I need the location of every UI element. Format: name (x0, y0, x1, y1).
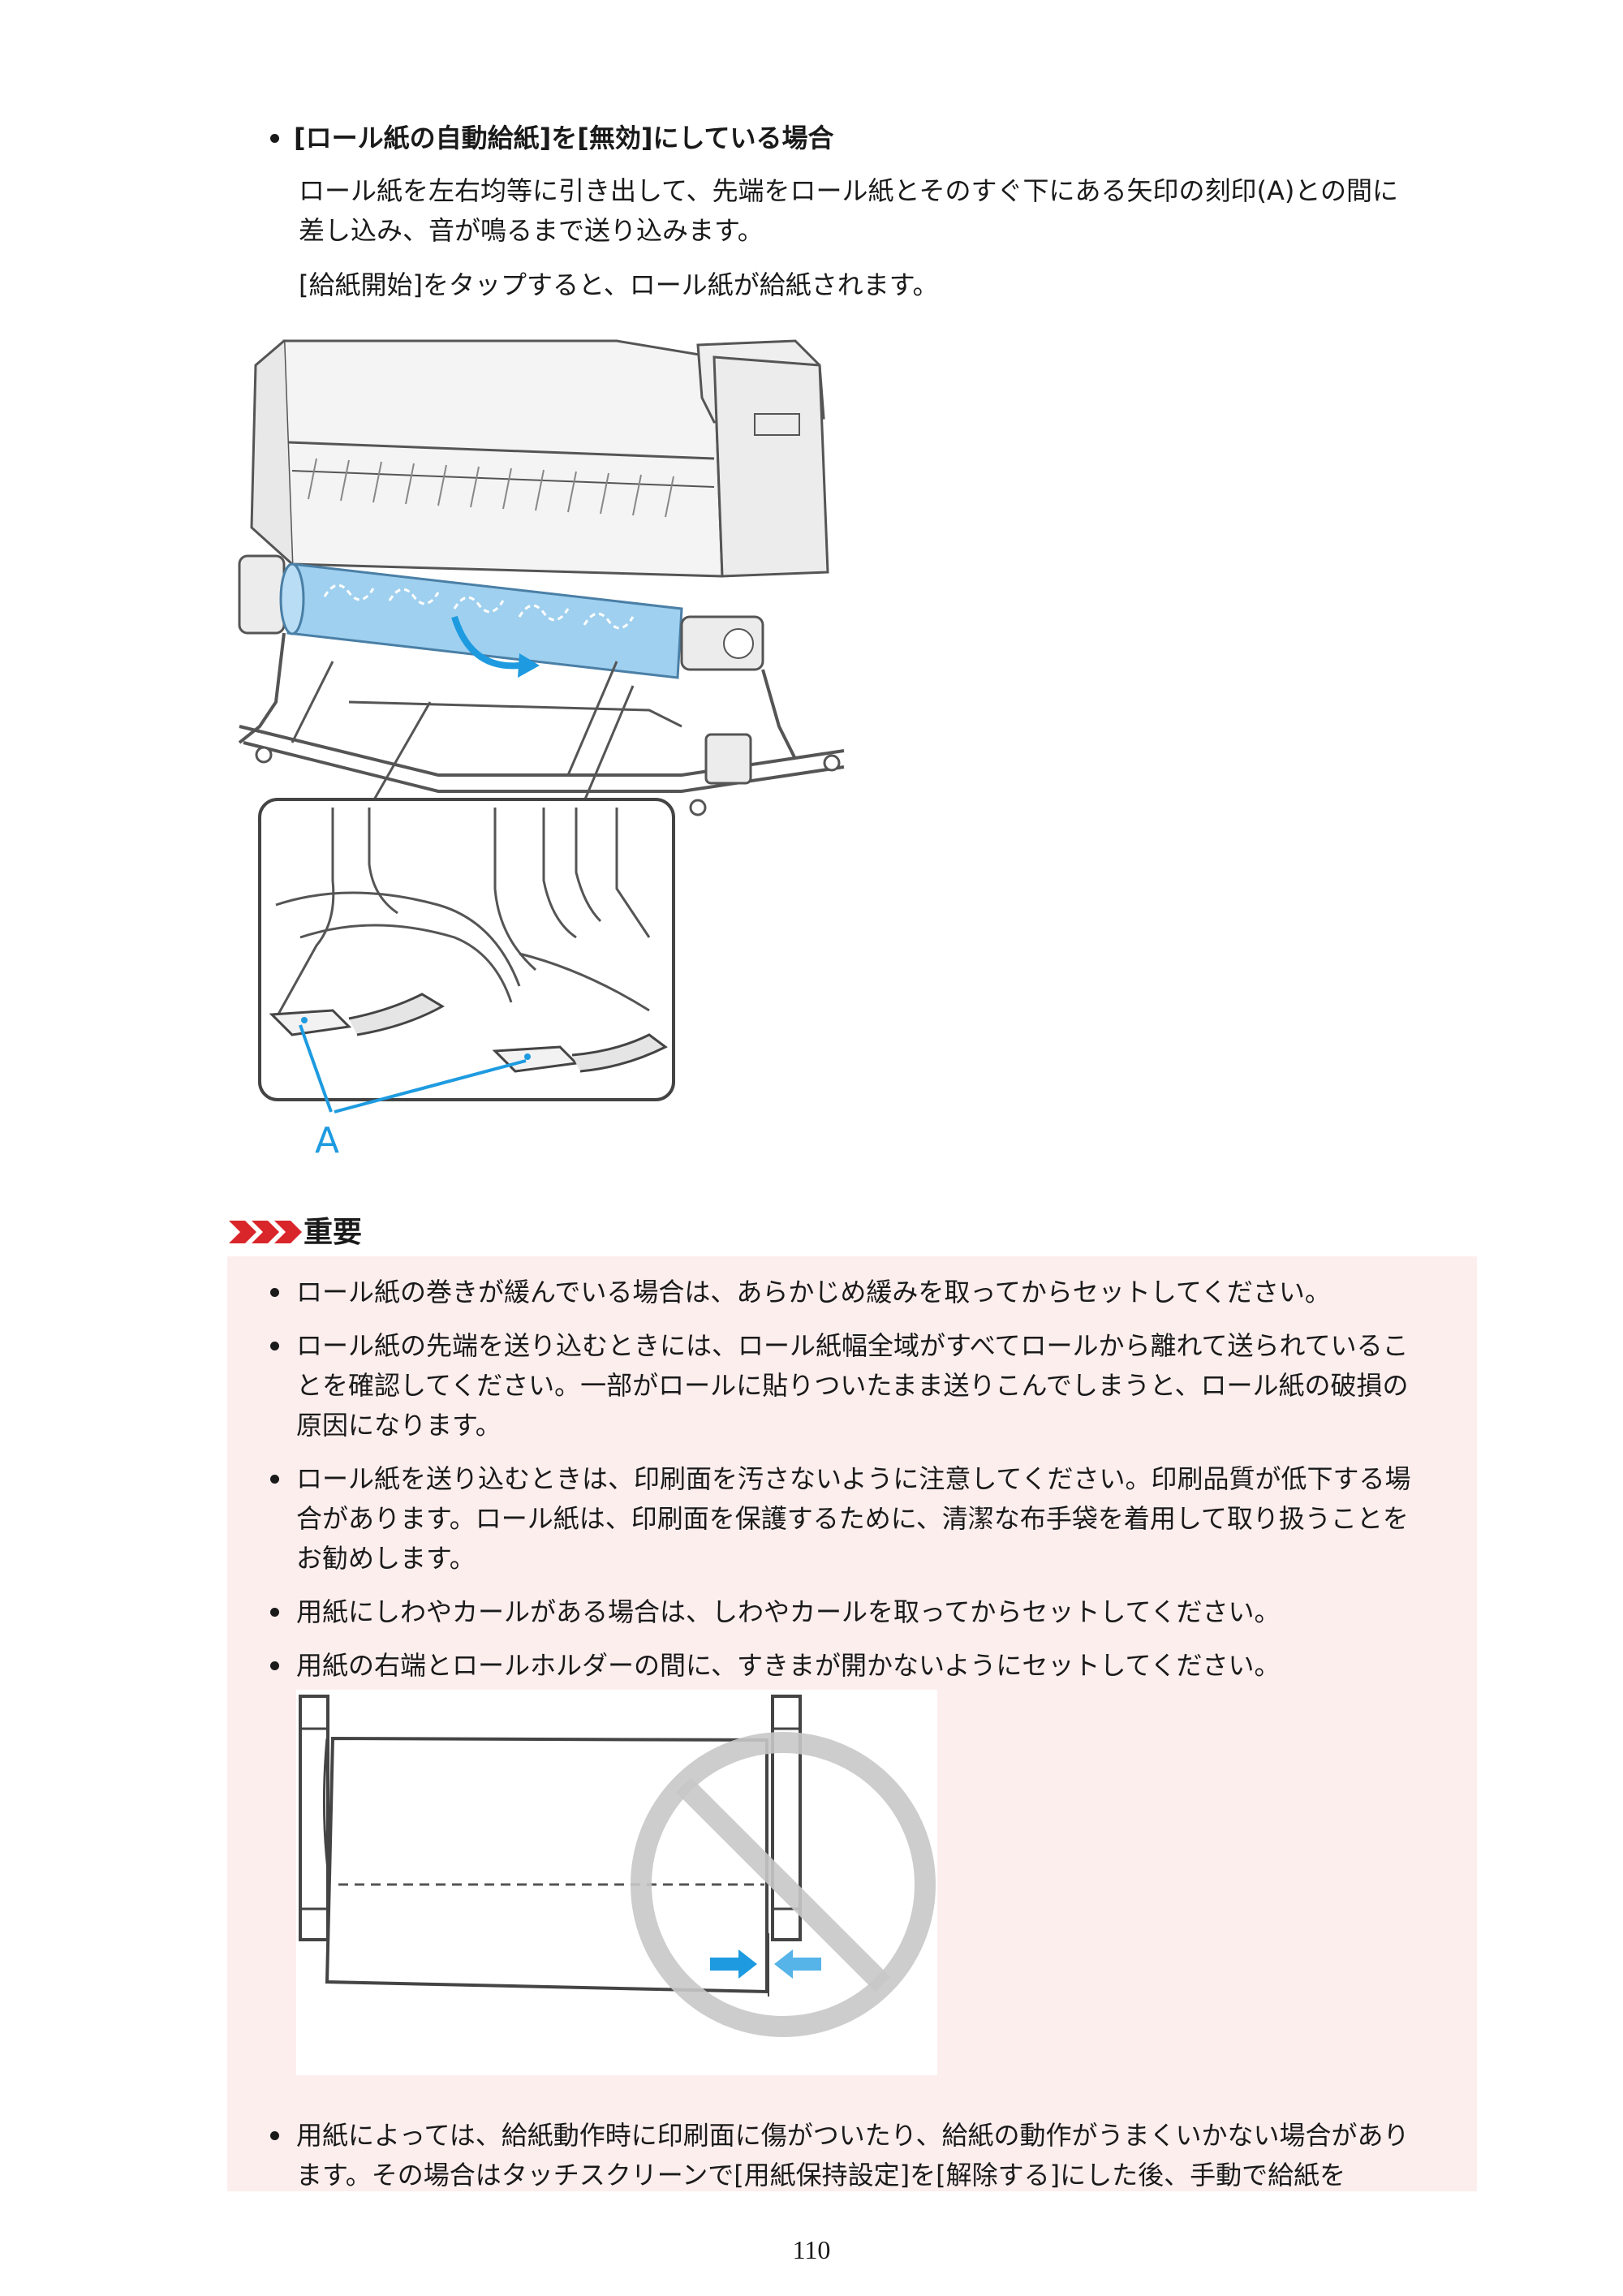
important-marker-icon (229, 1221, 302, 1243)
important-item-3-line-1: ロール紙を送り込むときは、印刷面を汚さないように注意してください。印刷品質が低下… (296, 1463, 1411, 1494)
important-item-3-line-3: お勧めします。 (296, 1543, 476, 1574)
page-number: 110 (792, 2235, 831, 2264)
important-item-5: 用紙の右端とロールホルダーの間に、すきまが開かないようにセットしてください。 (296, 1650, 1281, 1681)
printer-illustration: A (238, 339, 845, 1161)
section-para-2: [給紙開始]をタップすると、ロール紙が給紙されます。 (299, 269, 939, 300)
important-bullet (270, 1608, 279, 1617)
important-bullet (270, 2131, 279, 2140)
important-title: 重要 (304, 1216, 363, 1249)
gap-prohibited-diagram (296, 1690, 937, 2075)
important-item-6-line-2: ます。その場合はタッチスクリーンで[用紙保持設定]を[解除する]にした後、手動で… (296, 2160, 1346, 2190)
section-heading: [ロール紙の自動給紙]を[無効]にしている場合 (294, 123, 834, 153)
important-item-2-line-2: とを確認してください。一部がロールに貼りついたまま送りこんでしまうと、ロール紙の… (296, 1370, 1409, 1401)
callout-label-a: A (315, 1120, 339, 1161)
important-item-2-line-1: ロール紙の先端を送り込むときには、ロール紙幅全域がすべてロールから離れて送られて… (296, 1330, 1409, 1361)
section-bullet (270, 134, 279, 143)
important-item-1: ロール紙の巻きが緩んでいる場合は、あらかじめ緩みを取ってからセットしてください。 (296, 1277, 1331, 1307)
important-bullet (270, 1342, 279, 1350)
important-item-2-line-3: 原因になります。 (296, 1410, 502, 1441)
section-para-line-1: ロール紙を左右均等に引き出して、先端をロール紙とそのすぐ下にある矢印の刻印(A)… (299, 175, 1399, 206)
section-para-line-2: 差し込み、音が鳴るまで送り込みます。 (299, 215, 764, 246)
important-item-3-line-2: 合があります。ロール紙は、印刷面を保護するために、清潔な布手袋を着用して取り扱う… (296, 1503, 1409, 1534)
important-bullet (270, 1475, 279, 1484)
important-bullet (270, 1661, 279, 1670)
important-bullet (270, 1288, 279, 1297)
important-item-6-line-1: 用紙によっては、給紙動作時に印刷面に傷がついたり、給紙の動作がうまくいかない場合… (296, 2120, 1410, 2151)
important-item-4: 用紙にしわやカールがある場合は、しわやカールを取ってからセットしてください。 (296, 1596, 1281, 1627)
